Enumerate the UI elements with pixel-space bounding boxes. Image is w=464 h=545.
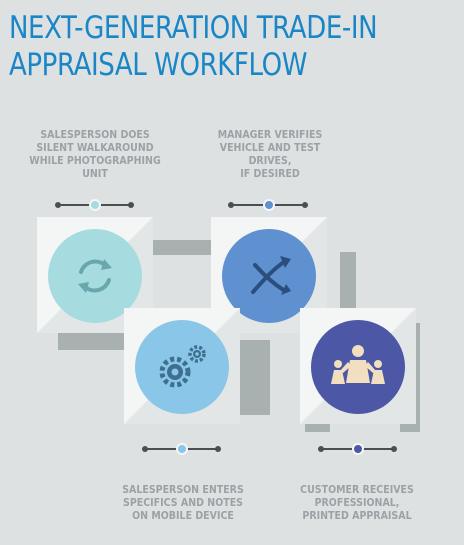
connector-step-1 [55,199,134,211]
refresh-cycle-icon [78,259,112,293]
connector-step-4 [318,443,397,455]
workflow-shadow-path [340,252,356,322]
workflow-shadow-path [58,330,130,350]
page-title: NEXT-GENERATION TRADE-IN APPRAISAL WORKF… [9,10,387,84]
title-line-1: NEXT-GENERATION TRADE-IN [9,10,378,46]
step-3-caption: MANAGER VERIFIES VEHICLE AND TEST DRIVES… [217,128,323,180]
title-line-2: APPRAISAL WORKFLOW [9,47,308,83]
connector-step-3 [228,199,308,211]
step-4-caption: CUSTOMER RECEIVES PROFESSIONAL, PRINTED … [300,483,414,522]
step-2-tile [124,308,240,424]
connector-step-2 [142,443,221,455]
step-2-caption: SALESPERSON ENTERS SPECIFICS AND NOTES O… [122,483,244,522]
crossing-arrows-icon [251,256,291,295]
step-4-tile [300,308,416,424]
workflow-shadow-path [240,340,270,415]
step-1-caption: SALESPERSON DOES SILENT WALKAROUND WHILE… [29,128,161,180]
gears-icon [159,345,206,388]
step-2-circle [135,320,229,414]
step-1-circle [48,229,142,323]
family-icon [331,345,385,384]
